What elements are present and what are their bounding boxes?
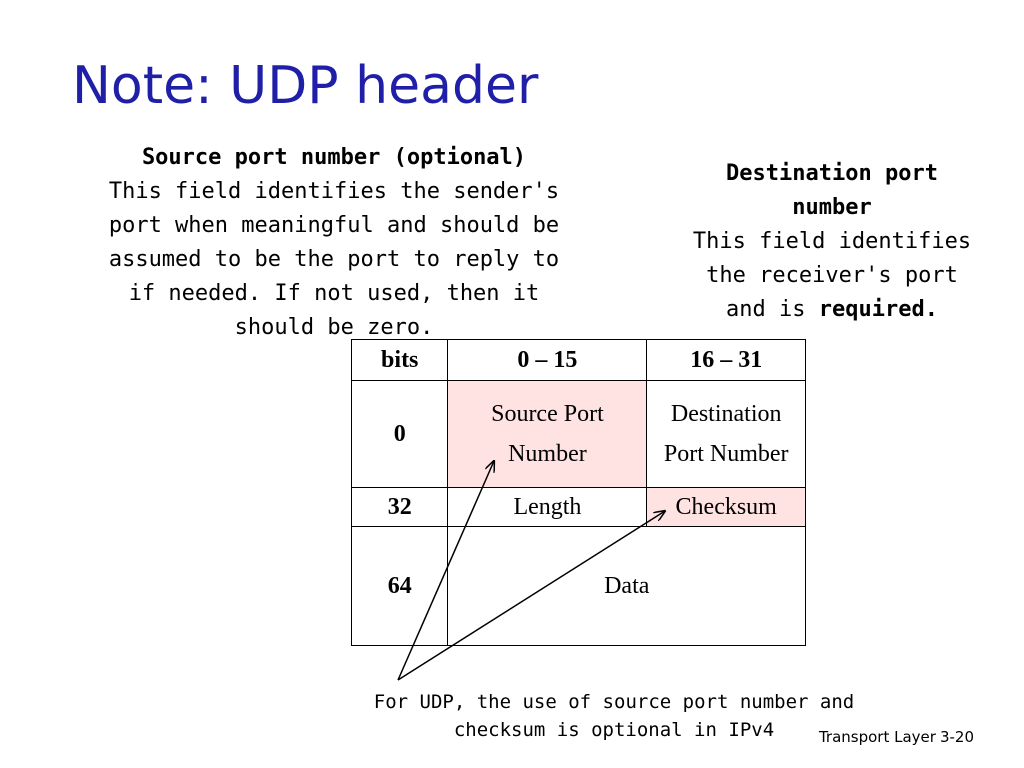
source-port-description: Source port number (optional) This field…: [96, 141, 572, 345]
row-label-32: 32: [350, 487, 449, 527]
destination-port-required: required.: [818, 297, 938, 322]
header-bits-0-15: 0 – 15: [447, 339, 648, 381]
table-row: 64 Data: [350, 526, 806, 646]
row-label-0: 0: [350, 380, 449, 488]
source-port-heading: Source port number (optional): [141, 145, 527, 170]
footer-section: Transport Layer: [818, 728, 936, 746]
page-number: 3-20: [939, 728, 974, 746]
data-cell: Data: [447, 526, 806, 646]
row-label-64: 64: [350, 526, 449, 646]
header-bits-16-31: 16 – 31: [646, 339, 806, 381]
table-header-row: bits 0 – 15 16 – 31: [350, 339, 806, 381]
slide-title: Note: UDP header: [72, 56, 539, 116]
destination-port-text: This field identifies the receiver's por…: [692, 229, 972, 322]
ipv4-optional-note: For UDP, the use of source port number a…: [373, 691, 855, 741]
destination-port-description: Destination port number This field ident…: [692, 157, 972, 327]
table-row: 32 Length Checksum: [350, 487, 806, 527]
checksum-cell: Checksum: [646, 487, 806, 527]
source-port-text: This field identifies the sender's port …: [108, 179, 560, 340]
destination-port-heading: Destination port number: [726, 161, 938, 220]
header-bits: bits: [350, 339, 449, 381]
length-cell: Length: [447, 487, 648, 527]
